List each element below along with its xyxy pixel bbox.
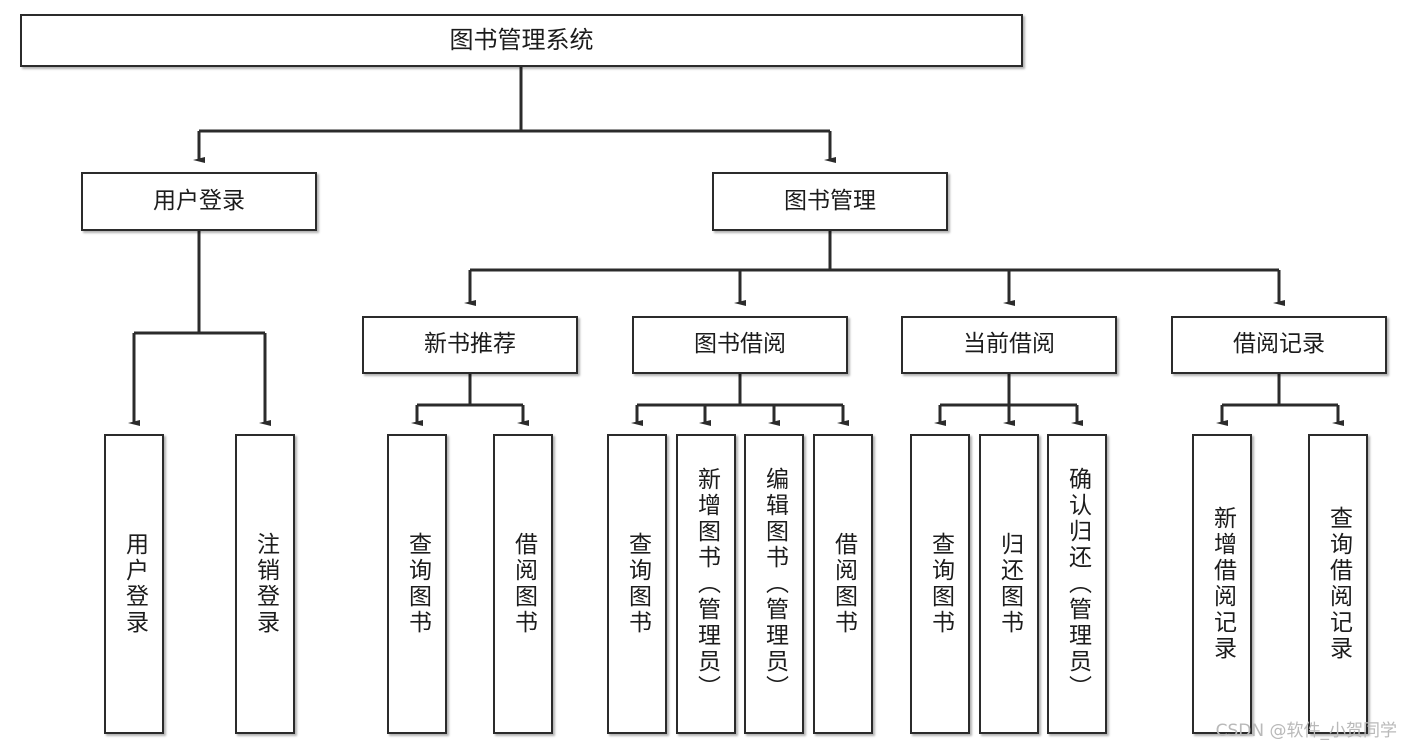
- node-label: 查询图书: [624, 532, 651, 636]
- node-label: 借阅图书: [510, 532, 537, 636]
- node-book-management[interactable]: 图书管理: [712, 172, 948, 231]
- node-label: 借阅图书: [830, 532, 857, 636]
- node-label: 用户登录: [121, 532, 148, 636]
- node-current-borrow[interactable]: 当前借阅: [901, 316, 1117, 374]
- node-label: 查询图书: [927, 532, 954, 636]
- node-label: 新增图书（管理员）: [693, 467, 720, 701]
- node-label: 用户登录: [153, 187, 245, 214]
- node-label: 图书管理系统: [449, 26, 594, 55]
- node-label: 图书管理: [784, 187, 876, 214]
- node-book-borrow[interactable]: 图书借阅: [632, 316, 848, 374]
- node-user-login[interactable]: 用户登录: [81, 172, 317, 231]
- leaf-borrow-borrow-book[interactable]: 借阅图书: [813, 434, 873, 734]
- leaf-borrow-edit-book[interactable]: 编辑图书（管理员）: [744, 434, 804, 734]
- node-label: 查询图书: [404, 532, 431, 636]
- leaf-current-return-book[interactable]: 归还图书: [979, 434, 1039, 734]
- node-label: 当前借阅: [963, 331, 1055, 358]
- node-label: 注销登录: [252, 532, 279, 636]
- leaf-borrow-add-book[interactable]: 新增图书（管理员）: [676, 434, 736, 734]
- node-label: 借阅记录: [1233, 331, 1325, 358]
- node-label: 确认归还（管理员）: [1064, 467, 1091, 701]
- csdn-watermark: CSDN @软件_小贺同学: [1215, 721, 1397, 741]
- leaf-record-add-record[interactable]: 新增借阅记录: [1192, 434, 1252, 734]
- node-label: 编辑图书（管理员）: [761, 467, 788, 701]
- leaf-recommend-query-book[interactable]: 查询图书: [387, 434, 447, 734]
- node-label: 图书借阅: [694, 331, 786, 358]
- node-label: 新增借阅记录: [1209, 506, 1236, 662]
- node-label: 新书推荐: [424, 331, 516, 358]
- leaf-recommend-borrow-book[interactable]: 借阅图书: [493, 434, 553, 734]
- node-label: 查询借阅记录: [1325, 506, 1352, 662]
- leaf-current-query-book[interactable]: 查询图书: [910, 434, 970, 734]
- leaf-user-logout[interactable]: 注销登录: [235, 434, 295, 734]
- node-new-book-recommend[interactable]: 新书推荐: [362, 316, 578, 374]
- node-borrow-record[interactable]: 借阅记录: [1171, 316, 1387, 374]
- leaf-borrow-query-book[interactable]: 查询图书: [607, 434, 667, 734]
- leaf-record-query-record[interactable]: 查询借阅记录: [1308, 434, 1368, 734]
- node-root-system[interactable]: 图书管理系统: [20, 14, 1023, 67]
- leaf-current-confirm-return[interactable]: 确认归还（管理员）: [1047, 434, 1107, 734]
- leaf-user-login[interactable]: 用户登录: [104, 434, 164, 734]
- node-label: 归还图书: [996, 532, 1023, 636]
